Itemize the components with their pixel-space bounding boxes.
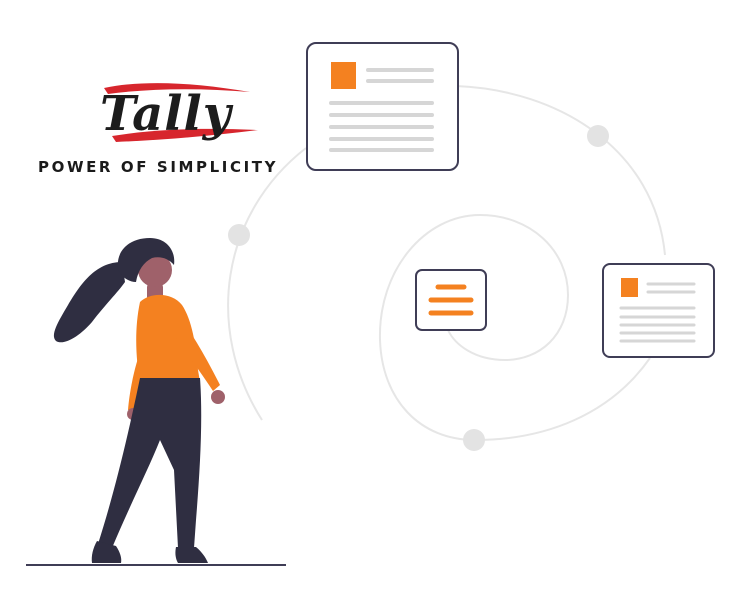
tally-logo-text: Tally: [100, 86, 234, 142]
tally-logo: Tally POWER OF SIMPLICITY: [30, 78, 279, 176]
shoe-left: [91, 541, 122, 563]
tagline: POWER OF SIMPLICITY: [38, 158, 279, 176]
document-card-right: [602, 263, 715, 358]
orbit-dot: [463, 429, 485, 451]
woman-figure: [53, 238, 225, 563]
document-card-icon: [331, 62, 356, 89]
orbit-dot: [587, 125, 609, 147]
document-card-large: [306, 42, 459, 171]
orbit-dot: [228, 224, 250, 246]
shoe-right: [175, 547, 208, 563]
hair-top: [117, 238, 175, 282]
menu-card-icon: [428, 284, 474, 316]
document-card-icon: [621, 278, 638, 297]
torso-shirt: [136, 294, 200, 387]
pants: [98, 378, 202, 548]
tally-logo-mark: Tally: [100, 83, 258, 142]
hair-ponytail: [53, 262, 125, 343]
menu-card-center: [415, 269, 487, 331]
